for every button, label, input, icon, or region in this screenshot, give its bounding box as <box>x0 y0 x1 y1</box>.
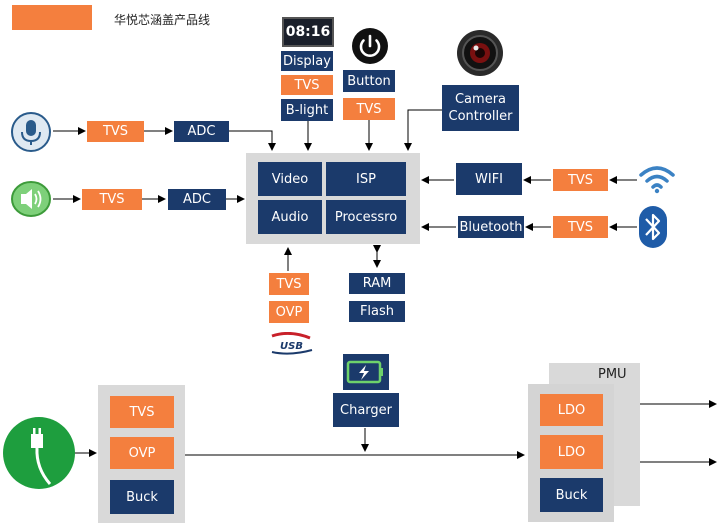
power-tvs-block: TVS <box>110 396 174 428</box>
usb-logo-icon: USB <box>271 332 313 355</box>
usb-ovp-block: OVP <box>269 301 309 323</box>
pmu-label: PMU <box>598 367 627 382</box>
power-button-icon <box>352 28 388 64</box>
button-block: Button <box>343 70 395 92</box>
display-screen-icon: 08:16 <box>282 17 334 47</box>
camera-lens-icon <box>457 30 503 76</box>
pmu-ldo1-block: LDO <box>540 394 603 426</box>
ram-block: RAM <box>349 273 405 294</box>
power-buck-block: Buck <box>110 480 174 514</box>
mic-adc-block: ADC <box>174 121 229 142</box>
camera-controller-line2: Controller <box>448 109 513 124</box>
wifi-block: WIFI <box>456 163 522 195</box>
wifi-icon <box>639 166 675 194</box>
button-tvs-block: TVS <box>343 98 395 120</box>
display-tvs-block: TVS <box>281 75 333 95</box>
bluetooth-tvs-block: TVS <box>553 216 608 238</box>
speaker-tvs-block: TVS <box>82 189 142 210</box>
audio-block: Audio <box>258 200 322 234</box>
flash-block: Flash <box>349 301 405 322</box>
legend-swatch <box>12 5 92 30</box>
battery-charging-icon <box>343 354 389 390</box>
microphone-icon <box>11 112 51 152</box>
video-block: Video <box>258 162 322 196</box>
usb-tvs-block: TVS <box>269 273 309 295</box>
camera-controller-block: Camera Controller <box>442 85 519 131</box>
display-time: 08:16 <box>285 24 331 40</box>
speaker-icon <box>11 181 51 217</box>
pmu-ldo2-block: LDO <box>540 435 603 469</box>
pmu-buck-block: Buck <box>540 478 603 512</box>
usb-logo-text: USB <box>280 341 303 352</box>
mic-tvs-block: TVS <box>87 121 144 142</box>
legend-label: 华悦芯涵盖产品线 <box>114 13 211 27</box>
bluetooth-block: Bluetooth <box>458 216 524 238</box>
display-block: Display <box>281 51 333 71</box>
power-plug-icon <box>3 417 75 489</box>
power-ovp-block: OVP <box>110 437 174 469</box>
bluetooth-icon <box>639 206 667 248</box>
wifi-tvs-block: TVS <box>553 169 608 191</box>
processor-block: Processro <box>326 200 406 234</box>
camera-controller-line1: Camera <box>454 92 507 107</box>
backlight-block: B-light <box>281 99 333 121</box>
speaker-adc-block: ADC <box>168 189 226 210</box>
isp-block: ISP <box>326 162 406 196</box>
charger-block: Charger <box>333 393 399 427</box>
